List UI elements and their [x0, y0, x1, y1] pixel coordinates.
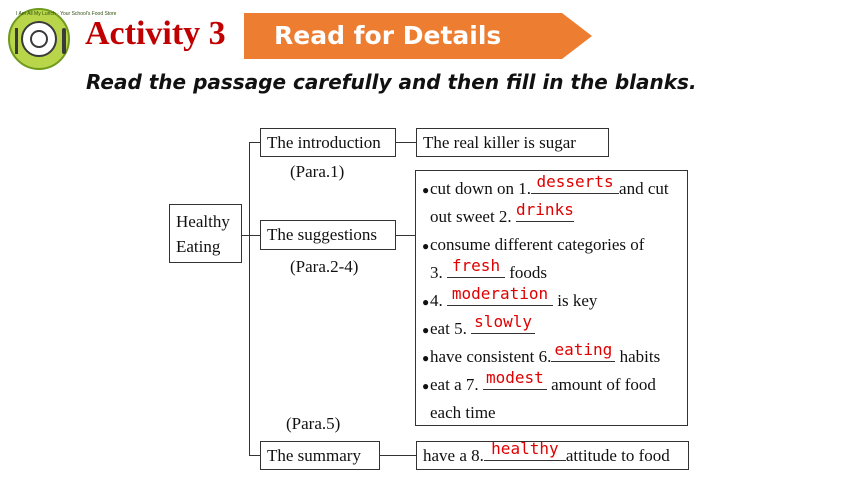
suggestion-item: ●eat a 7. modest amount of food: [422, 368, 656, 395]
root-line2: Eating: [176, 237, 221, 256]
logo-text: I Am All My Lunch · Your School's Food S…: [16, 11, 117, 17]
suggestion-item: 3. fresh foods: [430, 256, 548, 283]
answer-blank: slowly: [471, 312, 536, 334]
root-node: Healthy Eating: [169, 204, 242, 263]
suggestion-item: ●consume different categories of: [422, 235, 645, 254]
answer-text: desserts: [536, 172, 614, 191]
answer-blank: fresh: [447, 256, 505, 278]
summary-node: The summary: [260, 441, 380, 470]
answer-blank: moderation: [447, 284, 553, 306]
connector-suggestions-content: [396, 235, 415, 236]
root-line1: Healthy: [176, 212, 230, 231]
answer-text: drinks: [516, 200, 574, 219]
answer-blank: eating: [551, 340, 616, 362]
answer-text: fresh: [451, 256, 501, 275]
answer-text: moderation: [451, 284, 549, 303]
connector-suggestions: [249, 235, 260, 236]
section-banner: Read for Details: [244, 13, 592, 59]
connector-summary: [249, 455, 260, 456]
answer-blank: desserts: [531, 172, 620, 194]
summary-para: (Para.5): [286, 414, 341, 433]
answer-blank: modest: [482, 368, 547, 390]
suggestion-item: out sweet 2. drinks: [430, 200, 574, 226]
answer-text: slowly: [474, 312, 532, 331]
fork-icon: [15, 28, 18, 54]
suggestion-item: ●eat 5. slowly: [422, 312, 687, 343]
answer-text: healthy: [491, 439, 559, 458]
connector-root: [242, 235, 249, 236]
suggestions-para: (Para.2-4): [290, 257, 359, 276]
suggestions-node: The suggestions: [260, 220, 396, 250]
suggestion-item: ●4. moderation is key: [422, 284, 598, 311]
connector-trunk: [249, 142, 250, 455]
connector-intro: [249, 142, 260, 143]
introduction-content: The real killer is sugar: [416, 128, 609, 157]
knife-icon: [62, 28, 66, 54]
banner-label: Read for Details: [274, 21, 502, 50]
suggestion-item: ●have consistent 6.eating habits: [422, 340, 661, 367]
activity-title: Activity 3: [85, 15, 226, 52]
plate-icon: [21, 21, 57, 57]
instruction-text: Read the passage carefully and then fill…: [86, 70, 697, 94]
answer-text: modest: [485, 368, 544, 387]
connector-summary-content: [380, 455, 416, 456]
school-logo: I Am All My Lunch · Your School's Food S…: [8, 8, 116, 70]
answer-text: eating: [554, 340, 613, 359]
suggestion-item: each time: [430, 403, 496, 422]
answer-blank: drinks: [515, 200, 574, 222]
introduction-para: (Para.1): [290, 162, 345, 181]
introduction-node: The introduction: [260, 128, 396, 157]
connector-intro-content: [396, 142, 416, 143]
answer-blank: healthy: [483, 439, 566, 461]
